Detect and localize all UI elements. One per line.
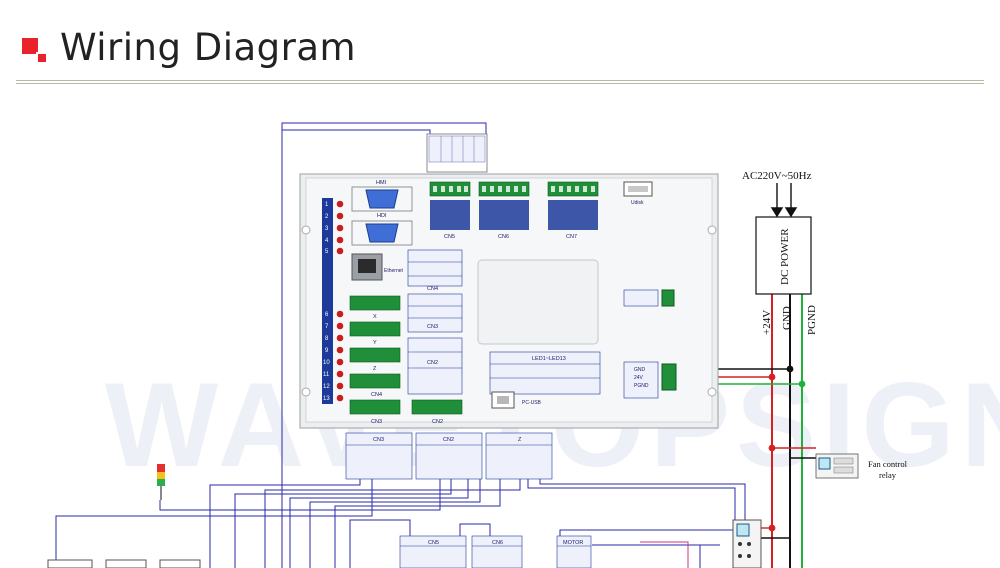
cn2-bottom-label: CN2 <box>432 419 443 425</box>
lower-cn6-block <box>471 535 523 568</box>
cn5-label: CN5 <box>444 234 455 240</box>
cn3-label: CN3 <box>427 324 438 330</box>
label-24v: +24V <box>761 310 773 335</box>
lower-cn6-label: CN6 <box>492 540 503 546</box>
lower-z-label: Z <box>518 437 522 443</box>
power-pin-table <box>623 289 659 399</box>
led-num-2: 2 <box>325 214 329 220</box>
z-label: Z <box>373 366 377 372</box>
lower-cn2-label: CN2 <box>443 437 454 443</box>
pin-table-cn4 <box>407 249 463 287</box>
top-terminal-block <box>426 133 488 173</box>
wiring-diagram: WAVETOPSIGN AC220V~50Hz DC <box>47 122 1000 568</box>
led-num-3: 3 <box>325 226 329 232</box>
indicator-leds <box>336 200 344 402</box>
cn7-label: CN7 <box>566 234 577 240</box>
lower-cn5-label: CN5 <box>428 540 439 546</box>
dc-power-label: DC POWER <box>779 228 791 285</box>
brand-square-icon <box>22 38 48 64</box>
led-table-label: LED1~LED13 <box>532 356 566 362</box>
ac-input-arrows-icon <box>770 183 798 218</box>
lower-cn2-block <box>415 432 483 480</box>
cn4-terminal <box>349 373 401 389</box>
ethernet-label: Ethernet <box>384 268 404 274</box>
bottom-box-3 <box>159 559 201 568</box>
bottom-box-2 <box>105 559 147 568</box>
led-num-9: 9 <box>325 348 329 354</box>
led-num-6: 6 <box>325 312 329 318</box>
cn3-terminal <box>349 399 401 415</box>
display-window <box>477 259 599 345</box>
cn2-label: CN2 <box>427 360 438 366</box>
z-terminal <box>349 347 401 363</box>
ac-input-label: AC220V~50Hz <box>742 170 812 182</box>
cn4-bottom-label: CN4 <box>371 392 382 398</box>
y-label: Y <box>373 340 377 346</box>
y-terminal <box>349 321 401 337</box>
lower-cn5-block <box>399 535 467 568</box>
signal-wires <box>55 122 746 568</box>
cn7-terminal <box>547 181 599 197</box>
label-gnd: GND <box>781 306 793 330</box>
power-pin-24v: 24V <box>634 375 644 381</box>
udisk-label: Udisk <box>631 200 644 206</box>
page-title: Wiring Diagram <box>60 26 357 69</box>
led-num-13: 13 <box>323 396 330 402</box>
driver-module <box>732 519 762 568</box>
power-pin-gnd: GND <box>634 367 646 373</box>
led-num-12: 12 <box>323 384 330 390</box>
led-num-11: 11 <box>323 372 330 378</box>
x-terminal <box>349 295 401 311</box>
led-num-10: 10 <box>323 360 330 366</box>
dc-power-supply <box>755 216 812 295</box>
header: Wiring Diagram <box>0 0 1000 90</box>
aux-terminal <box>661 289 675 307</box>
signal-light-icon <box>157 464 165 500</box>
pink-wire <box>640 541 689 568</box>
divider-top <box>16 80 984 81</box>
cn6-label: CN6 <box>498 234 509 240</box>
divider-bottom <box>16 83 984 84</box>
hmi-label: HMI <box>376 180 387 186</box>
pin-table-cn3 <box>407 293 463 333</box>
lower-cn3-label: CN3 <box>373 437 384 443</box>
hmi-port <box>351 186 413 212</box>
cn2-terminal <box>411 399 463 415</box>
lower-motor-block <box>556 535 592 568</box>
led-num-8: 8 <box>325 336 329 342</box>
pin-table-cn2 <box>407 337 463 395</box>
x-label: X <box>373 314 377 320</box>
lower-cn3-block <box>345 432 413 480</box>
fan-control-relay <box>815 453 859 479</box>
cn3-bottom-label: CN3 <box>371 419 382 425</box>
relay-label-line1: Fan control <box>868 459 908 469</box>
cn4-label: CN4 <box>427 286 438 292</box>
power-pin-pgnd: PGND <box>634 383 649 389</box>
hdi-label: HDI <box>377 213 387 219</box>
lower-motor-label: MOTOR <box>563 540 583 546</box>
led-num-7: 7 <box>325 324 329 330</box>
led-table <box>489 351 601 395</box>
hdi-port <box>351 220 413 246</box>
power-terminal <box>661 363 677 391</box>
label-pgnd: PGND <box>806 305 818 335</box>
relay-label-line2: relay <box>879 470 897 480</box>
lower-z-block <box>485 432 553 480</box>
led-number-strip <box>322 198 333 404</box>
led-num-4: 4 <box>325 238 329 244</box>
pc-usb-label: PC-USB <box>522 400 542 406</box>
bottom-box-1 <box>47 559 93 568</box>
cn6-terminal <box>478 181 530 197</box>
led-num-5: 5 <box>325 249 329 255</box>
led-num-1: 1 <box>325 202 329 208</box>
